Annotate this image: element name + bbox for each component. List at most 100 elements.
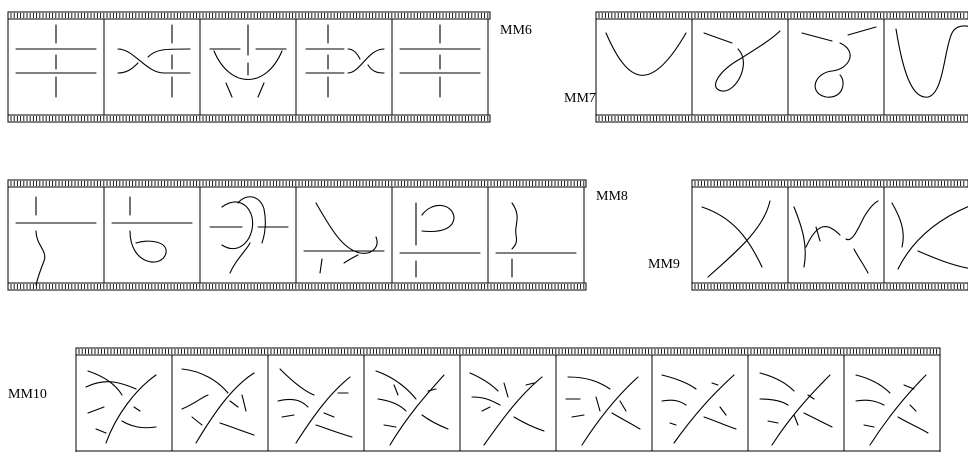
mm9-filmstrip [691, 179, 968, 291]
mm8-top-perforation [7, 179, 587, 188]
mm9-strand [805, 226, 841, 248]
mm6-strand [225, 82, 233, 98]
mm10-strand [427, 388, 437, 392]
mm10-strand [195, 372, 255, 444]
mm9-frame-3 [891, 202, 968, 270]
mm8-strand [35, 230, 46, 286]
mm10-strand [471, 396, 501, 406]
mm10-strand [277, 398, 309, 408]
mm7-label: MM7 [564, 91, 596, 106]
mm8-frame-2 [111, 187, 201, 283]
mm10-sprocket-holes [78, 349, 938, 452]
mm10-strand [229, 400, 239, 408]
mm8-strand [221, 201, 254, 250]
mm10-strand [513, 416, 545, 432]
mm7-frame-1 [605, 19, 693, 115]
mm7-strand [605, 32, 687, 76]
mm7-frame-4 [895, 25, 968, 98]
mm8-strand [237, 196, 266, 244]
mm10-strand [807, 394, 815, 400]
mm10-frame-4 [375, 355, 461, 451]
mm10-strand [181, 368, 229, 394]
mm10-strand [241, 394, 247, 412]
mm7-strand [703, 32, 733, 44]
mm10-strand [673, 374, 735, 444]
mm6-strand [347, 48, 385, 74]
mm10-strand [191, 416, 203, 426]
mm8-frame-5 [399, 187, 489, 283]
mm10-strand [219, 422, 255, 436]
mm6-strand [257, 82, 265, 98]
mm10-strand [909, 404, 917, 412]
mm10-strand [375, 370, 417, 400]
mm10-strand [421, 414, 449, 430]
mm6-strand [117, 62, 139, 74]
mm10-strand [393, 384, 399, 396]
mm10-strand [897, 416, 929, 434]
mm9-strand [845, 200, 879, 241]
mm8-filmstrip [7, 179, 587, 291]
mm9-top-perforation [691, 179, 968, 188]
mm10-frame-2 [181, 355, 269, 451]
mm8-frame-4 [303, 187, 393, 283]
mm10-frame-6 [565, 355, 653, 451]
mm8-label: MM8 [596, 189, 628, 204]
mm8-frame-6 [495, 187, 585, 283]
mm10-bottom-perforation [75, 450, 941, 452]
mm10-strand [181, 394, 209, 410]
mm10-strand [323, 412, 335, 418]
mm10-strand [759, 398, 789, 406]
mm10-strand [661, 399, 687, 406]
mm7-strand [847, 26, 877, 36]
mm10-strand [661, 374, 697, 390]
mm10-strand [869, 374, 927, 446]
mm10-strand [567, 376, 611, 390]
mm10-strand [481, 406, 491, 412]
mm8-strand [511, 202, 518, 250]
mm6-strand [213, 50, 283, 80]
mm10-strand [315, 424, 353, 438]
mm10-strand [483, 376, 543, 446]
mm8-strand [343, 254, 359, 264]
mm10-strand [669, 422, 677, 426]
mm9-frame-1 [701, 187, 789, 283]
mm10-strand [105, 374, 157, 444]
mm10-strand [611, 412, 641, 430]
mm6-bottom-perforation [7, 114, 491, 123]
mm10-frame-3 [277, 355, 365, 451]
mm7-bottom-perforation [595, 114, 968, 123]
mm10-strand [803, 412, 833, 428]
mm10-strand [793, 414, 799, 426]
mm10-strand [503, 382, 509, 398]
mm8-strand [421, 204, 455, 233]
mm10-frame-9 [855, 355, 941, 451]
mm10-strand [703, 416, 737, 430]
mm9-frame-2 [793, 187, 885, 283]
mm7-frame-3 [801, 19, 885, 115]
mm10-strand [855, 399, 885, 406]
mm10-frame-1 [85, 355, 173, 451]
mm10-frame-8 [759, 355, 845, 451]
mm9-strand [897, 206, 968, 270]
mm6-top-perforation [7, 11, 491, 20]
mm10-strand [581, 376, 639, 446]
mm9-label: MM9 [648, 257, 680, 272]
mm10-strand [525, 382, 535, 386]
mm7-strand [715, 30, 781, 92]
mm10-strand [87, 406, 105, 414]
mm10-strand [771, 374, 831, 446]
mm7-filmstrip [595, 11, 968, 123]
mm10-strand [87, 370, 123, 396]
mm6-strand [117, 48, 191, 74]
mm9-strand [815, 226, 821, 242]
mm10-strand [855, 374, 891, 394]
mm8-strand [315, 202, 378, 254]
mm10-strand [383, 424, 397, 428]
mm6-strand [347, 48, 361, 60]
mm10-strand [903, 384, 915, 390]
mm10-frame-5 [469, 355, 557, 451]
mm10-strand [863, 424, 875, 428]
mm9-strand [853, 248, 869, 274]
mm10-top-perforation [75, 347, 941, 356]
mm7-sprocket-holes [598, 13, 965, 121]
